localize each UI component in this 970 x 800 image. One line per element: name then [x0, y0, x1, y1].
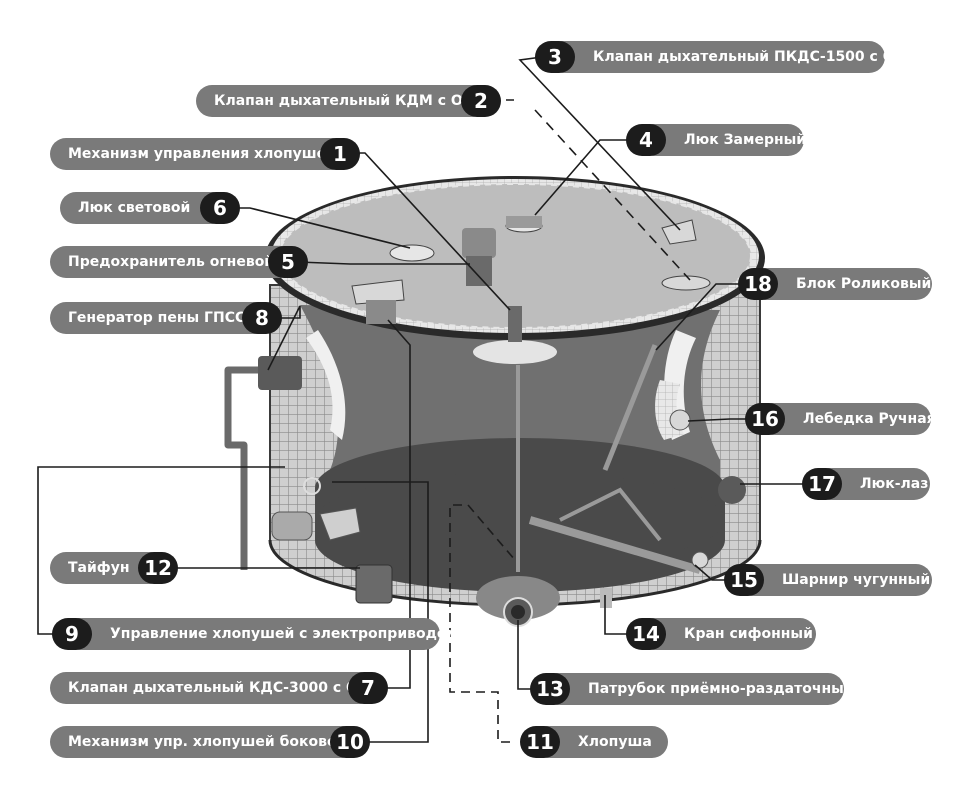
label-4-text: Люк Замерный — [638, 124, 806, 156]
label-13: Патрубок приёмно-раздаточный 13 — [530, 673, 854, 705]
label-2-number: 2 — [461, 85, 501, 117]
label-10-text: Механизм упр. хлопушей боковой — [50, 726, 358, 758]
leader-2b — [534, 109, 691, 281]
label-10-number: 10 — [330, 726, 370, 758]
label-16-number: 16 — [745, 403, 785, 435]
label-3: Клапан дыхательный ПКДС-1500 с ОП 3 — [535, 41, 906, 73]
leader-18 — [655, 283, 746, 351]
label-11: Хлопуша 11 — [520, 726, 668, 758]
label-1: Механизм управления хлопушей 1 — [50, 138, 360, 170]
leader-5 — [297, 261, 470, 265]
label-14: Кран сифонный 14 — [626, 618, 816, 650]
label-4-number: 4 — [626, 124, 666, 156]
label-7-text: Клапан дыхательный КДС-3000 с ОП — [50, 672, 376, 704]
label-4: Люк Замерный 4 — [626, 124, 806, 156]
leader-3 — [518, 56, 681, 231]
inner-structures — [224, 344, 746, 627]
leader-11 — [449, 504, 516, 743]
label-15: Шарнир чугунный 15 — [724, 564, 932, 596]
label-13-text: Патрубок приёмно-раздаточный — [542, 673, 854, 705]
label-12-number: 12 — [138, 552, 178, 584]
label-8-text: Генератор пены ГПСС — [50, 302, 270, 334]
roof-fittings — [351, 216, 711, 342]
label-2-text: Клапан дыхательный КДМ с ОП — [196, 85, 489, 117]
label-3-number: 3 — [535, 41, 575, 73]
leader-7 — [378, 319, 411, 689]
label-8: Генератор пены ГПСС 8 — [50, 302, 282, 334]
leader-9 — [37, 466, 285, 635]
label-2: Клапан дыхательный КДМ с ОП 2 — [196, 85, 501, 117]
label-18-text: Блок Роликовый — [750, 268, 932, 300]
label-6: Люк световой 6 — [60, 192, 240, 224]
label-14-number: 14 — [626, 618, 666, 650]
label-13-number: 13 — [530, 673, 570, 705]
label-1-number: 1 — [320, 138, 360, 170]
label-5: Предохранитель огневой 5 — [50, 246, 308, 278]
leader-8 — [267, 305, 301, 371]
label-5-text: Предохранитель огневой — [50, 246, 296, 278]
label-11-number: 11 — [520, 726, 560, 758]
leader-10 — [332, 481, 429, 743]
label-9: Управление хлопушей с электроприводом 9 — [52, 618, 458, 650]
label-6-number: 6 — [200, 192, 240, 224]
label-16-text: Лебедка Ручная — [757, 403, 936, 435]
label-15-text: Шарнир чугунный — [736, 564, 932, 596]
label-9-number: 9 — [52, 618, 92, 650]
label-17: Люк-лаз 17 — [802, 468, 930, 500]
label-1-text: Механизм управления хлопушей — [50, 138, 348, 170]
label-3-text: Клапан дыхательный ПКДС-1500 с ОП — [547, 41, 906, 73]
leader-16 — [687, 418, 752, 422]
label-14-text: Кран сифонный — [638, 618, 816, 650]
label-17-number: 17 — [802, 468, 842, 500]
label-7-number: 7 — [348, 672, 388, 704]
label-9-text: Управление хлопушей с электроприводом — [64, 618, 458, 650]
label-16: Лебедка Ручная 16 — [745, 403, 936, 435]
label-8-number: 8 — [242, 302, 282, 334]
label-5-number: 5 — [268, 246, 308, 278]
label-15-number: 15 — [724, 564, 764, 596]
label-12: Тайфун 12 — [50, 552, 178, 584]
label-10: Механизм упр. хлопушей боковой 10 — [50, 726, 370, 758]
label-18-number: 18 — [738, 268, 778, 300]
label-18: Блок Роликовый 18 — [738, 268, 932, 300]
label-7: Клапан дыхательный КДС-3000 с ОП 7 — [50, 672, 388, 704]
